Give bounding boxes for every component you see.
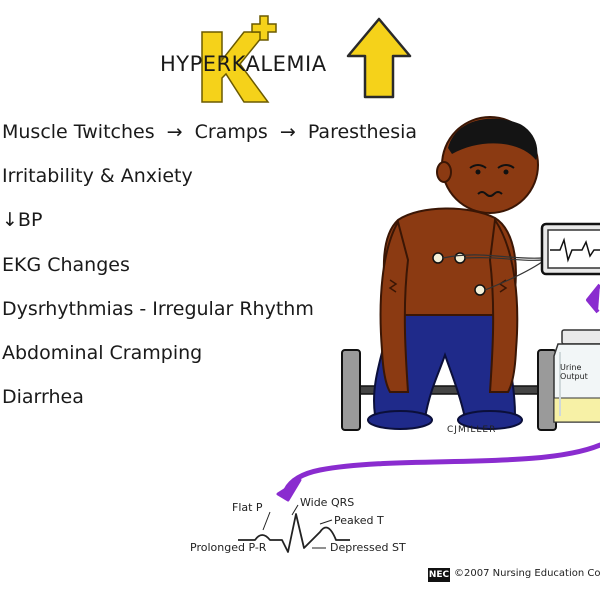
ekg-peaked-t-label: Peaked T (334, 514, 384, 527)
symptom-label: Paresthesia (307, 121, 418, 143)
heart-monitor-icon (540, 222, 600, 276)
symptom-irritability: Irritability & Anxiety (2, 165, 193, 187)
weightlifter-figure (341, 116, 557, 431)
symptom-ekg-changes: EKG Changes (2, 254, 130, 276)
symptom-label: Muscle Twitches (2, 121, 155, 143)
symptom-label: Cramps (194, 121, 268, 143)
urine-output-label: Urine Output (560, 363, 588, 381)
page-title: HYPERKALEMIA (160, 52, 327, 76)
artist-signature: CJMILLER (447, 425, 497, 435)
ekg-prolonged-pr-label: Prolonged P-R (190, 541, 267, 554)
arrow-right-icon: → (166, 121, 183, 143)
publisher-logo: NEC (428, 568, 450, 582)
symptom-dysrhythmias: Dysrhythmias - Irregular Rhythm (2, 298, 314, 320)
ekg-wide-qrs-label: Wide QRS (300, 496, 355, 509)
symptom-low-bp: ↓BP (2, 209, 43, 231)
arrow-right-icon: → (279, 121, 296, 143)
up-arrow-icon (346, 17, 412, 99)
symptom-diarrhea: Diarrhea (2, 386, 84, 408)
ekg-depressed-st-label: Depressed ST (330, 541, 406, 554)
ekg-flat-p-label: Flat P (232, 501, 263, 514)
copyright-text: ©2007 Nursing Education Co (454, 568, 600, 579)
k-plus-symbol (201, 15, 277, 103)
symptom-muscle-twitches: Muscle Twitches → Cramps → Paresthesia (2, 121, 417, 143)
symptom-abdominal-cramping: Abdominal Cramping (2, 342, 203, 364)
urine-output-jar-icon (553, 329, 600, 423)
